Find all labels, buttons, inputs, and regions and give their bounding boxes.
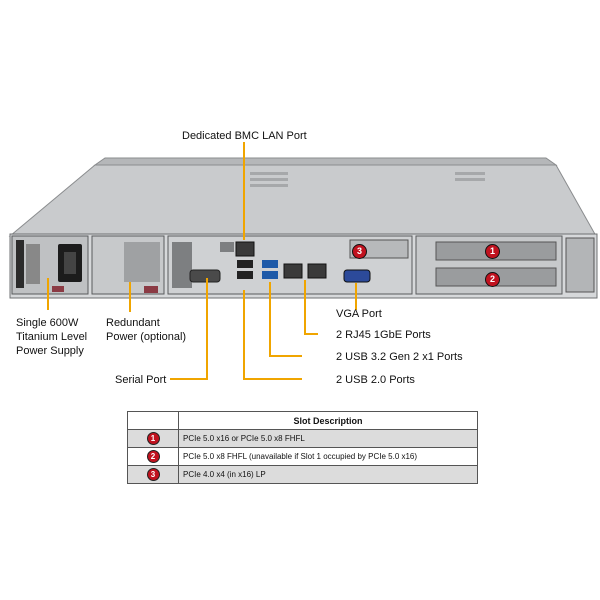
- usb20-port-2: [237, 271, 253, 279]
- callout-psu: Single 600W Titanium Level Power Supply: [16, 317, 88, 357]
- slot-desc-3: PCIe 4.0 x4 (in x16) LP: [178, 465, 478, 484]
- psu-2-vent: [124, 242, 160, 282]
- table-row: 1 PCIe 5.0 x16 or PCIe 5.0 x8 FHFL: [127, 429, 478, 448]
- callout-rj45-ports: 2 RJ45 1GbE Ports: [336, 329, 431, 341]
- callout-vga-port: VGA Port: [336, 308, 382, 320]
- slot-marker-1: 1: [485, 244, 500, 259]
- top-vents: [250, 172, 485, 187]
- rj45-port-1: [283, 263, 303, 279]
- table-row: 3 PCIe 4.0 x4 (in x16) LP: [127, 465, 478, 484]
- chassis-right-rail: [565, 237, 595, 293]
- callout-serial-port: Serial Port: [115, 374, 167, 386]
- usb32-port-1: [262, 260, 278, 268]
- callout-usb20-ports: 2 USB 2.0 Ports: [336, 374, 415, 386]
- psu-latch-2: [144, 286, 158, 293]
- bmc-lan-port: [235, 241, 255, 257]
- callout-usb32-ports: 2 USB 3.2 Gen 2 x1 Ports: [336, 351, 463, 363]
- slot-desc-2: PCIe 5.0 x8 FHFL (unavailable if Slot 1 …: [178, 447, 478, 466]
- usb20-port-1: [237, 260, 253, 268]
- chassis-rear-lip: [93, 157, 558, 166]
- usb32-port-2: [262, 271, 278, 279]
- rj45-port-2: [307, 263, 327, 279]
- callout-bmc-lan: Dedicated BMC LAN Port: [182, 130, 307, 142]
- callout-lines: [47, 142, 357, 380]
- table-row: 2 PCIe 5.0 x8 FHFL (unavailable if Slot …: [127, 447, 478, 466]
- slot-badge-3: 3: [146, 468, 160, 481]
- table-header: Slot Description: [178, 411, 478, 430]
- slot-description-table: Slot Description 1 PCIe 5.0 x16 or PCIe …: [127, 411, 478, 484]
- psu-latch-1: [52, 286, 64, 292]
- serial-port: [189, 269, 221, 283]
- slot-desc-1: PCIe 5.0 x16 or PCIe 5.0 x8 FHFL: [178, 429, 478, 448]
- vga-port: [343, 269, 371, 283]
- slot-marker-3: 3: [352, 244, 367, 259]
- slot-badge-1: 1: [146, 432, 160, 445]
- chassis-top-cover: [8, 164, 597, 237]
- io-vents: [172, 242, 234, 288]
- callout-redundant-power: Redundant Power (optional): [106, 317, 187, 343]
- table-header-blank: [127, 411, 179, 430]
- slot-marker-2: 2: [485, 272, 500, 287]
- slot-badge-2: 2: [146, 450, 160, 463]
